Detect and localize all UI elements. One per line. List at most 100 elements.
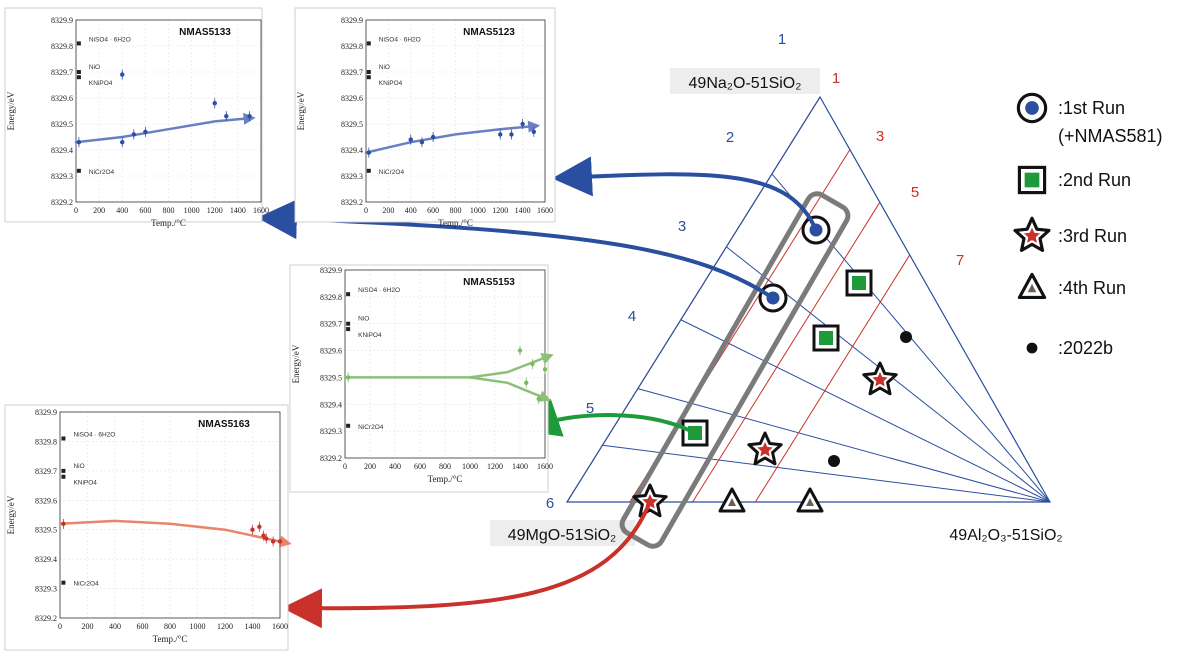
run4-marker-core bbox=[806, 498, 814, 506]
reference-marker bbox=[366, 75, 371, 80]
trend-arrowhead bbox=[537, 390, 552, 402]
reference-label: NiO bbox=[89, 64, 100, 71]
x-tick-label: 400 bbox=[109, 622, 121, 631]
reference-marker bbox=[76, 41, 81, 46]
data-point bbox=[120, 72, 125, 77]
ternary-frame bbox=[565, 95, 1052, 503]
legend-label: :1st Run bbox=[1058, 98, 1125, 118]
y-axis-label: Energy/eV bbox=[6, 495, 16, 534]
y-tick-label: 8329.9 bbox=[341, 16, 363, 25]
data-point bbox=[408, 137, 413, 142]
x-tick-label: 800 bbox=[163, 206, 175, 215]
ternary-dot-point bbox=[900, 331, 912, 343]
legend-item: :2nd Run bbox=[1017, 165, 1131, 195]
y-tick-label: 8329.8 bbox=[51, 42, 73, 51]
data-point bbox=[270, 539, 276, 544]
ternary-star-point bbox=[632, 483, 668, 518]
x-tick-label: 1200 bbox=[217, 622, 233, 631]
x-tick-label: 0 bbox=[343, 462, 347, 471]
red-line-label: 5 bbox=[911, 184, 919, 201]
data-point bbox=[247, 114, 252, 119]
x-tick-label: 1200 bbox=[487, 462, 503, 471]
y-tick-label: 8329.4 bbox=[341, 146, 363, 155]
run3-marker-core bbox=[757, 442, 773, 457]
reference-label: KNiPO4 bbox=[89, 80, 113, 87]
x-tick-label: 1200 bbox=[492, 206, 508, 215]
trend-curve bbox=[74, 117, 245, 144]
reference-marker bbox=[366, 168, 371, 173]
dataset-2022b-marker bbox=[900, 331, 912, 343]
y-tick-label: 8329.4 bbox=[35, 555, 57, 564]
x-tick-label: 600 bbox=[427, 206, 439, 215]
run3-marker-core bbox=[872, 372, 888, 387]
trend-curve bbox=[364, 125, 530, 154]
x-tick-label: 600 bbox=[139, 206, 151, 215]
reference-label: NiCr2O4 bbox=[89, 169, 115, 176]
reference-label: NiCr2O4 bbox=[379, 169, 405, 176]
reference-marker bbox=[346, 321, 351, 326]
plot-frame bbox=[59, 411, 281, 619]
panel-background bbox=[4, 7, 263, 223]
y-tick-label: 8329.9 bbox=[35, 408, 57, 417]
reference-marker bbox=[366, 70, 371, 74]
vertex-label-bg bbox=[670, 68, 820, 94]
y-axis-label: Energy/eV bbox=[296, 91, 306, 130]
y-tick-label: 8329.7 bbox=[320, 320, 342, 329]
x-tick-label: 1400 bbox=[512, 462, 528, 471]
y-axis-label: Energy/eV bbox=[6, 91, 16, 130]
y-tick-label: 8329.8 bbox=[341, 42, 363, 51]
y-tick-label: 8329.6 bbox=[320, 347, 342, 356]
y-tick-label: 8329.6 bbox=[341, 94, 363, 103]
x-tick-label: 1600 bbox=[272, 622, 288, 631]
y-tick-label: 8329.9 bbox=[320, 266, 342, 275]
y-tick-label: 8329.9 bbox=[51, 16, 73, 25]
reference-label: NiSO4 · 6H2O bbox=[89, 36, 131, 43]
y-tick-label: 8329.6 bbox=[35, 496, 57, 505]
legend-label: :4th Run bbox=[1058, 278, 1126, 298]
x-tick-label: 400 bbox=[389, 462, 401, 471]
panel-title: NMAS5153 bbox=[463, 277, 515, 288]
x-axis-label: Temp./°C bbox=[428, 474, 463, 484]
reference-label: NiCr2O4 bbox=[73, 581, 99, 588]
run2-marker-core bbox=[1024, 172, 1040, 188]
blue-line-label: 5 bbox=[586, 400, 594, 417]
data-point bbox=[524, 380, 529, 385]
y-tick-label: 8329.8 bbox=[35, 437, 57, 446]
x-tick-label: 600 bbox=[414, 462, 426, 471]
y-tick-label: 8329.5 bbox=[35, 526, 57, 535]
reference-marker bbox=[76, 70, 81, 74]
legend-label: :3rd Run bbox=[1058, 226, 1127, 246]
run2-marker-core bbox=[852, 276, 866, 290]
blue-line-label: 3 bbox=[678, 218, 686, 235]
x-tick-label: 0 bbox=[58, 622, 62, 631]
vertex-left-label: 49MgO-51SiO₂ bbox=[508, 527, 616, 544]
highlight-box-outline bbox=[619, 191, 851, 549]
panel-title: NMAS5133 bbox=[179, 27, 231, 38]
run3-marker-core bbox=[1024, 227, 1040, 243]
x-tick-label: 1600 bbox=[253, 206, 269, 215]
plot-frame bbox=[365, 19, 546, 203]
data-point bbox=[76, 140, 82, 145]
ternary-blue-line bbox=[637, 388, 1051, 503]
data-point bbox=[419, 140, 425, 145]
vertex-right-label: 49Al₂O₃-51SiO₂ bbox=[949, 527, 1062, 544]
run2-marker bbox=[681, 419, 709, 447]
x-tick-label: 1600 bbox=[537, 462, 553, 471]
y-axis-label: Energy/eV bbox=[291, 344, 301, 383]
data-point bbox=[517, 348, 523, 353]
y-tick-label: 8329.7 bbox=[35, 467, 57, 476]
red-line-label: 3 bbox=[876, 128, 884, 145]
data-point bbox=[131, 132, 137, 137]
y-tick-label: 8329.2 bbox=[35, 614, 57, 623]
y-tick-label: 8329.2 bbox=[320, 454, 342, 463]
blue-line-label: 4 bbox=[628, 308, 636, 325]
arrow-to-nmas5153 bbox=[519, 398, 696, 437]
y-tick-label: 8329.7 bbox=[341, 68, 363, 77]
data-point bbox=[498, 132, 503, 137]
x-tick-label: 1400 bbox=[230, 206, 246, 215]
y-tick-label: 8329.5 bbox=[341, 120, 363, 129]
vertex-top-label: 49Na₂O-51SiO₂ bbox=[689, 75, 802, 92]
